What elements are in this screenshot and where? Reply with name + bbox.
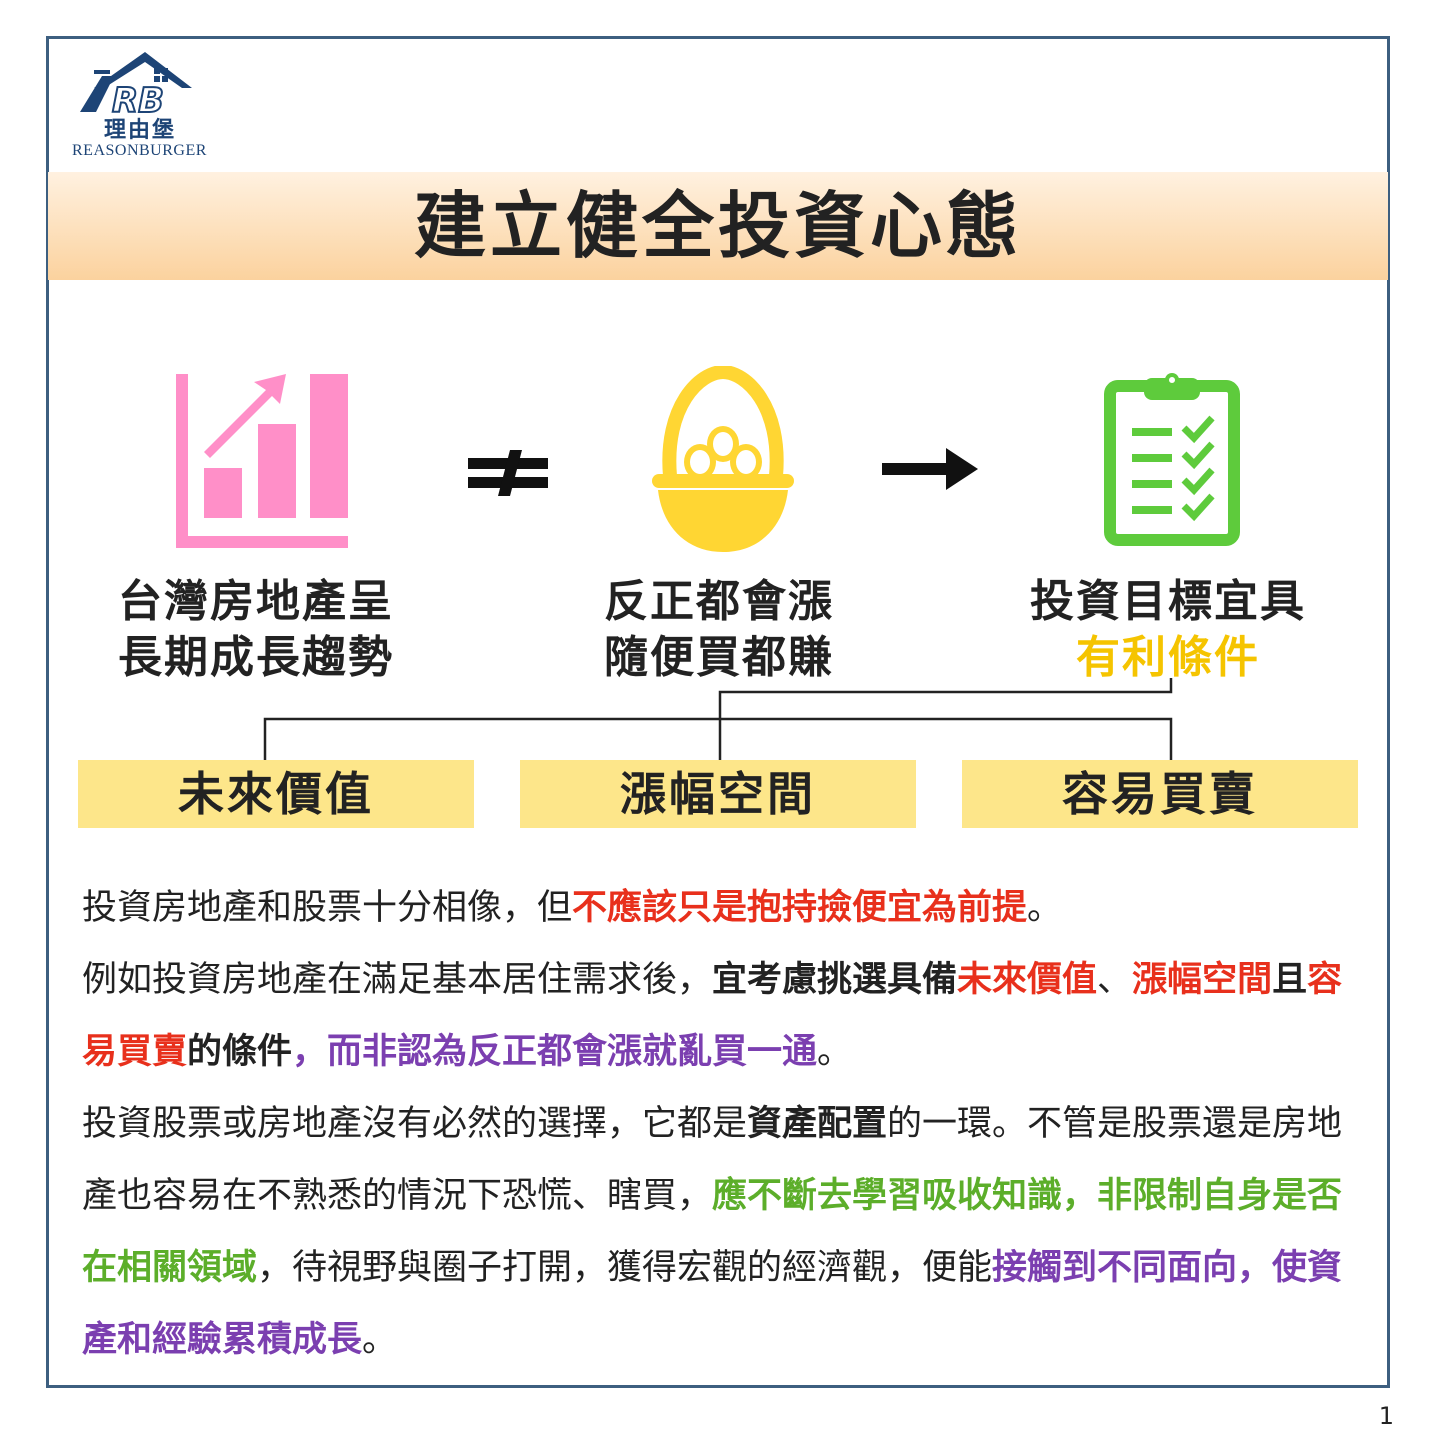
- caption-right: 投資目標宜具 有利條件: [1030, 574, 1306, 686]
- caption-right-line2: 有利條件: [1076, 632, 1260, 683]
- p3-text2: 的一環。不管是股票還是房地產也容易在不熟悉的情況下恐慌、瞎買，: [82, 1104, 1343, 1216]
- p2-bold: 宜考慮挑選具備: [712, 960, 958, 1000]
- growth-chart-icon: [176, 374, 348, 548]
- p2-and: 且: [1272, 960, 1308, 1000]
- page-title: 建立健全投資心態: [413, 184, 1022, 268]
- p2-purple: ，而非認為反正都會漲就亂買一通: [292, 1032, 818, 1072]
- egg-basket-icon: [652, 366, 794, 552]
- body-text: 投資房地產和股票十分相像，但不應該只是抱持撿便宜為前提。 例如投資房地產在滿足基…: [82, 872, 1372, 1376]
- page-number: 1: [1378, 1402, 1394, 1430]
- p3-purple: 接觸到不同面向，使資產和經驗累積成長: [82, 1248, 1343, 1360]
- p2-growth-room: 漲幅空間: [1132, 960, 1273, 1000]
- p2-sep: 、: [1097, 960, 1133, 1000]
- caption-middle: 反正都會漲 隨便買都賺: [604, 574, 834, 686]
- caption-left-line1: 台灣房地產呈: [118, 576, 394, 627]
- paragraph-1: 投資房地產和股票十分相像，但不應該只是抱持撿便宜為前提。: [82, 872, 1372, 944]
- p3-end: 。: [362, 1320, 398, 1360]
- svg-text:RB: RB: [112, 81, 164, 121]
- p2-conditions: 的條件: [187, 1032, 293, 1072]
- caption-right-line1: 投資目標宜具: [1030, 576, 1306, 627]
- p3-asset-allocation: 資產配置: [747, 1104, 888, 1144]
- p1-text: 投資房地產和股票十分相像，但: [82, 888, 573, 928]
- paragraph-2: 例如投資房地產在滿足基本居住需求後，宜考慮挑選具備未來價值、漲幅空間且容易買賣的…: [82, 944, 1372, 1088]
- tag-easy-trade: 容易買賣: [962, 760, 1358, 828]
- p3-green: 應不斷去學習吸收知識，非限制自身是否在相關領域: [82, 1176, 1343, 1288]
- p1-highlight: 不應該只是抱持撿便宜為前提: [572, 888, 1028, 928]
- logo-english-name: REASONBURGER: [72, 142, 207, 159]
- paragraph-3: 投資股票或房地產沒有必然的選擇，它都是資產配置的一環。不管是股票還是房地產也容易…: [82, 1088, 1372, 1376]
- p3-text3: ，待視野與圈子打開，獲得宏觀的經濟觀，便能: [257, 1248, 993, 1288]
- p2-easy-trade: 容易買賣: [82, 960, 1343, 1072]
- right-arrow-icon: [882, 448, 978, 490]
- page-frame: [46, 36, 1390, 1388]
- p2-text: 例如投資房地產在滿足基本居住需求後，: [82, 960, 713, 1000]
- logo-chinese-name: 理由堡: [104, 117, 177, 143]
- tag-future-value: 未來價值: [78, 760, 474, 828]
- p2-end: 。: [817, 1032, 853, 1072]
- p2-future-value: 未來價值: [957, 960, 1098, 1000]
- tag-growth-room: 漲幅空間: [520, 760, 916, 828]
- p3-text: 投資股票或房地產沒有必然的選擇，它都是: [82, 1104, 748, 1144]
- not-equal-icon: [468, 450, 548, 496]
- reasonburger-logo: RB: [80, 52, 192, 122]
- checklist-clipboard-icon: [1104, 373, 1240, 546]
- caption-left: 台灣房地產呈 長期成長趨勢: [118, 574, 394, 686]
- title-banner: [48, 172, 1388, 280]
- caption-middle-line1: 反正都會漲: [604, 576, 834, 627]
- caption-middle-line2: 隨便買都賺: [604, 632, 834, 683]
- p1-end: 。: [1027, 888, 1063, 928]
- caption-left-line2: 長期成長趨勢: [118, 632, 394, 683]
